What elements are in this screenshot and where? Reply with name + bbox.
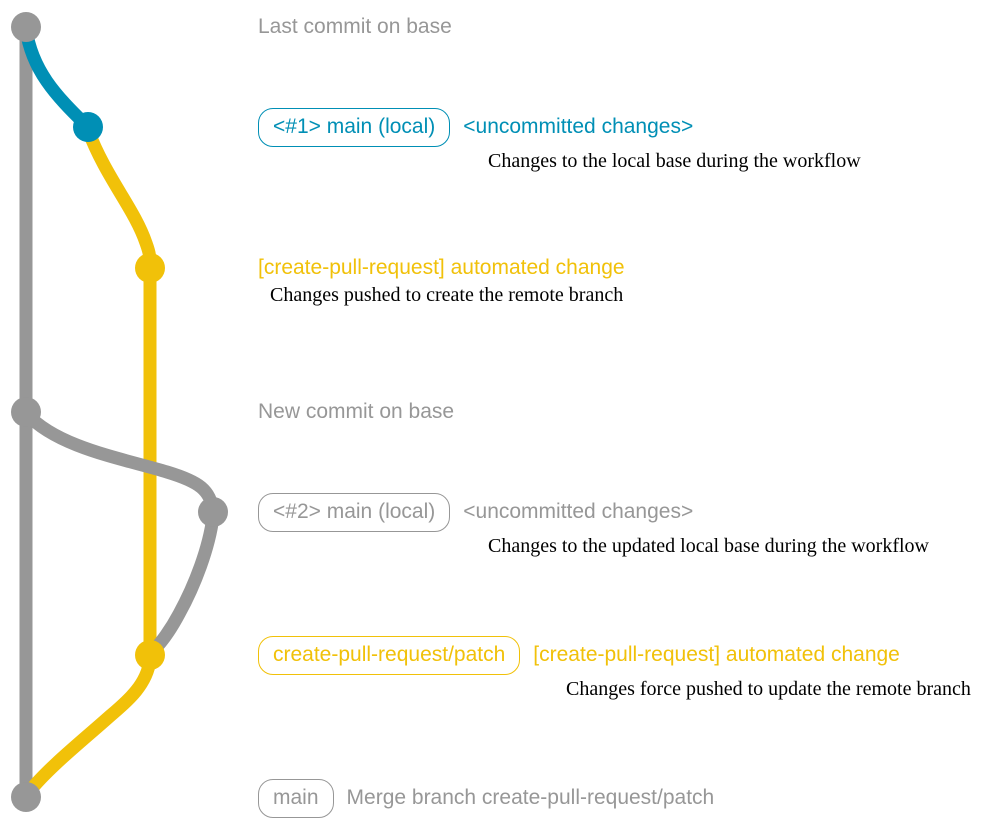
annotation-local-commit-1: <#1> main (local) <uncommitted changes> … <box>258 107 861 173</box>
local-branch-curve <box>19 22 94 133</box>
commit-description-remote-1: Changes pushed to create the remote bran… <box>270 284 624 306</box>
annotation-new-commit: New commit on base <box>258 398 454 425</box>
annotation-remote-commit-2: create-pull-request/patch [create-pull-r… <box>258 635 971 701</box>
commit-message-new-base: New commit on base <box>258 399 455 423</box>
annotation-remote-commit-1: [create-pull-request] automated change C… <box>258 254 625 307</box>
base-to-local2-curve <box>20 407 220 518</box>
commit-dot-remote-2 <box>135 640 165 670</box>
commit-message-local-1: <uncommitted changes> <box>463 115 694 138</box>
commit-dot-local-2 <box>198 497 228 527</box>
branch-badge-main-local-2: <#2> main (local) <box>258 492 451 532</box>
commit-message-last-base: Last commit on base <box>258 14 452 38</box>
annotation-local-commit-2: <#2> main (local) <uncommitted changes> … <box>258 492 929 558</box>
branch-badge-main: main <box>258 778 334 818</box>
commit-description-local-1: Changes to the local base during the wor… <box>488 150 861 172</box>
annotation-merge-commit: main Merge branch create-pull-request/pa… <box>258 778 714 818</box>
commit-dot-new-base <box>11 397 41 427</box>
commit-dot-merge <box>11 782 41 812</box>
remote-branch-line <box>81 123 157 662</box>
branch-badge-main-local-1: <#1> main (local) <box>258 107 451 147</box>
commit-dot-remote-1 <box>135 253 165 283</box>
commit-message-local-2: <uncommitted changes> <box>463 500 694 523</box>
remote-to-base-merge-curve <box>22 653 157 799</box>
local2-to-remote-merge-curve <box>146 510 220 658</box>
commit-message-remote-1: [create-pull-request] automated change <box>258 255 625 279</box>
commit-dot-last-base <box>11 12 41 42</box>
annotation-last-commit: Last commit on base <box>258 13 452 40</box>
commit-description-local-2: Changes to the updated local base during… <box>488 535 929 557</box>
commit-description-remote-2: Changes force pushed to update the remot… <box>566 678 971 700</box>
commit-message-merge: Merge branch create-pull-request/patch <box>346 786 715 809</box>
commit-dot-local-1 <box>73 112 103 142</box>
branch-badge-patch: create-pull-request/patch <box>258 635 521 675</box>
commit-message-remote-2: [create-pull-request] automated change <box>533 643 900 666</box>
